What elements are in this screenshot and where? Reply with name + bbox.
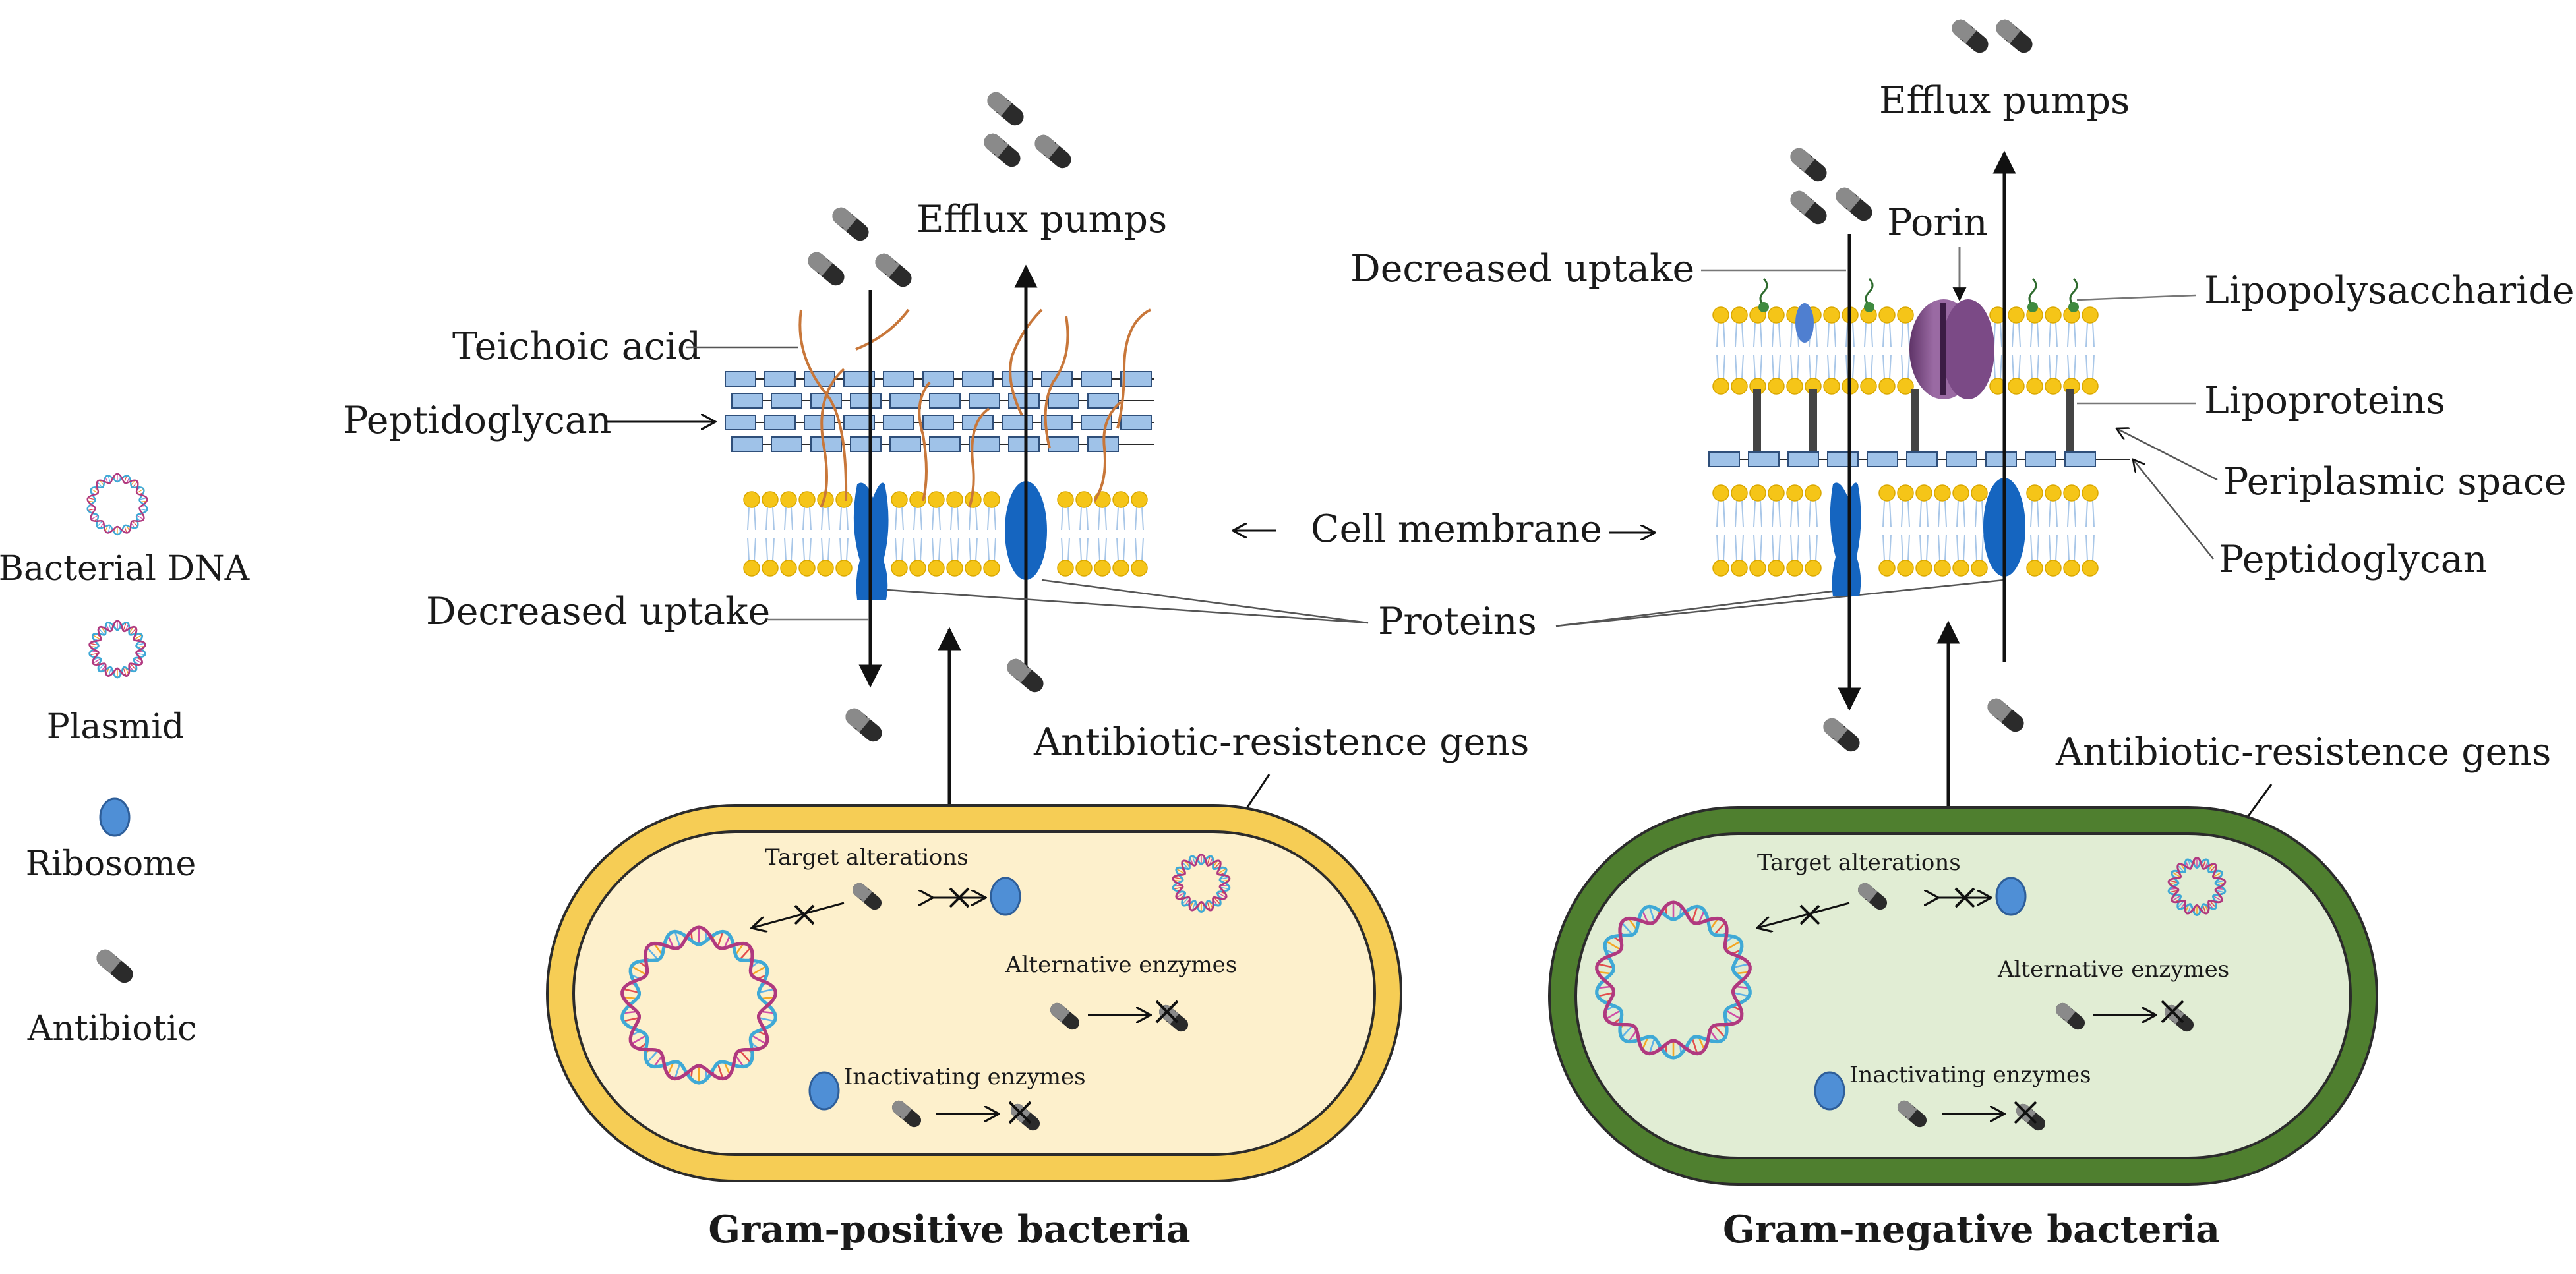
outer-membrane-protein [1795, 303, 1814, 343]
ribosome-icon [990, 877, 1021, 916]
gn-decreased-uptake-label: Decreased uptake [1350, 247, 1694, 291]
proteins-leader-lines [886, 579, 2005, 627]
legend-plasmid-label: Plasmid [47, 707, 185, 747]
antibiotic-icon [875, 253, 912, 287]
gram-negative-envelope [1708, 150, 2130, 809]
bacterial-dna-icon [86, 473, 148, 536]
periplasmic-space-label: Periplasmic space [2223, 460, 2567, 504]
antibiotic-icon [987, 92, 1024, 126]
porin-label: Porin [1887, 201, 1988, 245]
gram-negative-mechanisms [1757, 877, 2194, 1131]
gp-alternative-enzymes-label: Alternative enzymes [1005, 952, 1237, 978]
porin-protein [1909, 299, 1994, 399]
gram-positive-lipid-bilayer [743, 491, 1148, 577]
antibiotic-icon [1897, 1100, 1927, 1128]
gram-negative-title: Gram-negative bacteria [1723, 1207, 2220, 1252]
plasmid-icon [88, 620, 146, 679]
antibiotic-icon [808, 252, 845, 286]
lipoprotein-bars [1753, 389, 2074, 455]
legend-antibiotic-label: Antibiotic [27, 1009, 196, 1049]
teichoic-acid-strands [798, 308, 1151, 508]
gn-target-alterations-label: Target alterations [1757, 850, 1961, 876]
legend-ribosome-label: Ribosome [26, 844, 196, 884]
ribosome-icon [1814, 1071, 1845, 1111]
bacterial-dna-icon [620, 925, 777, 1085]
gp-resistance-genes-label: Antibiotic-resistence gens [1033, 720, 1529, 764]
antibiotic-icon [832, 207, 869, 241]
gn-resistance-genes-label: Antibiotic-resistence gens [2055, 730, 2551, 774]
antibiotic-icon [1952, 19, 1989, 53]
gram-positive-antibiotics [808, 92, 1071, 742]
gp-target-alterations-label: Target alterations [765, 844, 969, 871]
gram-positive-mechanisms [752, 877, 1189, 1131]
ribosome-icon [1995, 877, 2027, 916]
gn-inactivating-enzymes-label: Inactivating enzymes [1849, 1062, 2091, 1088]
gram-positive-peptidoglycan-layer [725, 371, 1154, 452]
lipopolysaccharide-glyphs [1758, 277, 2079, 312]
plasmid-icon [2167, 856, 2227, 917]
gn-peptidoglycan-label: Peptidoglycan [2219, 538, 2488, 581]
gram-positive-title: Gram-positive bacteria [708, 1207, 1190, 1252]
gram-negative-antibiotics [1790, 19, 2033, 752]
lipopolysaccharides-leader [2076, 294, 2196, 301]
antibiotic-icon [1034, 134, 1071, 169]
antibiotic-icon [1996, 19, 2033, 53]
antibiotic-icon [96, 949, 133, 983]
proteins-label: Proteins [1378, 600, 1537, 643]
antibiotic-icon [891, 1100, 922, 1128]
gp-inactivating-enzymes-label: Inactivating enzymes [844, 1064, 1086, 1090]
ribosome-icon [99, 797, 131, 837]
gram-positive-cell: Target alterations Alternative enzymes I… [546, 804, 1402, 1182]
gp-efflux-pumps-label: Efflux pumps [916, 198, 1167, 241]
antibiotic-icon [845, 708, 882, 742]
plasmid-icon [1172, 853, 1231, 913]
outer-membrane-bilayer [1712, 306, 2099, 395]
lipopolysaccharides-label: Lipopolysaccharides [2204, 269, 2576, 312]
antibiotic-icon [852, 883, 882, 910]
antibiotic-icon [1007, 658, 1044, 693]
lipoproteins-label: Lipoproteins [2204, 379, 2445, 422]
gn-efflux-pumps-label: Efflux pumps [1879, 79, 2130, 123]
antibiotic-icon [984, 133, 1021, 167]
gram-negative-cell: Target alterations Alternative enzymes I… [1548, 806, 2378, 1186]
legend-bacterial-dna-label: Bacterial DNA [0, 549, 251, 589]
teichoic-acid-label: Teichoic acid [452, 325, 701, 368]
cell-membrane-label: Cell membrane [1311, 507, 1602, 551]
gram-positive-envelope [725, 264, 1154, 807]
antibiotic-icon [1790, 148, 1827, 182]
inner-membrane-bilayer [1712, 484, 2099, 577]
antibiotic-icon [2055, 1002, 2085, 1030]
antibiotic-icon [1790, 190, 1827, 225]
ribosome-icon [808, 1071, 840, 1111]
antibiotic-icon [1823, 718, 1860, 752]
bacterial-dna-icon [1595, 900, 1752, 1060]
antibiotic-icon [1050, 1002, 1080, 1030]
inner-channel-protein [1830, 482, 1861, 596]
gn-alternative-enzymes-label: Alternative enzymes [1997, 956, 2229, 983]
antibiotic-icon [1836, 187, 1872, 221]
gram-negative-peptidoglycan-layer [1708, 451, 2130, 467]
gp-peptidoglycan-label: Peptidoglycan [343, 399, 612, 442]
gn-peptidoglycan-leader [2133, 459, 2214, 560]
gp-decreased-uptake-label: Decreased uptake [426, 590, 770, 633]
antibiotic-icon [1857, 883, 1888, 910]
antibiotic-icon [1987, 698, 2024, 732]
periplasmic-space-leader [2116, 428, 2218, 481]
legend: Bacterial DNA Plasmid Ribosome Antibioti… [0, 473, 251, 1049]
